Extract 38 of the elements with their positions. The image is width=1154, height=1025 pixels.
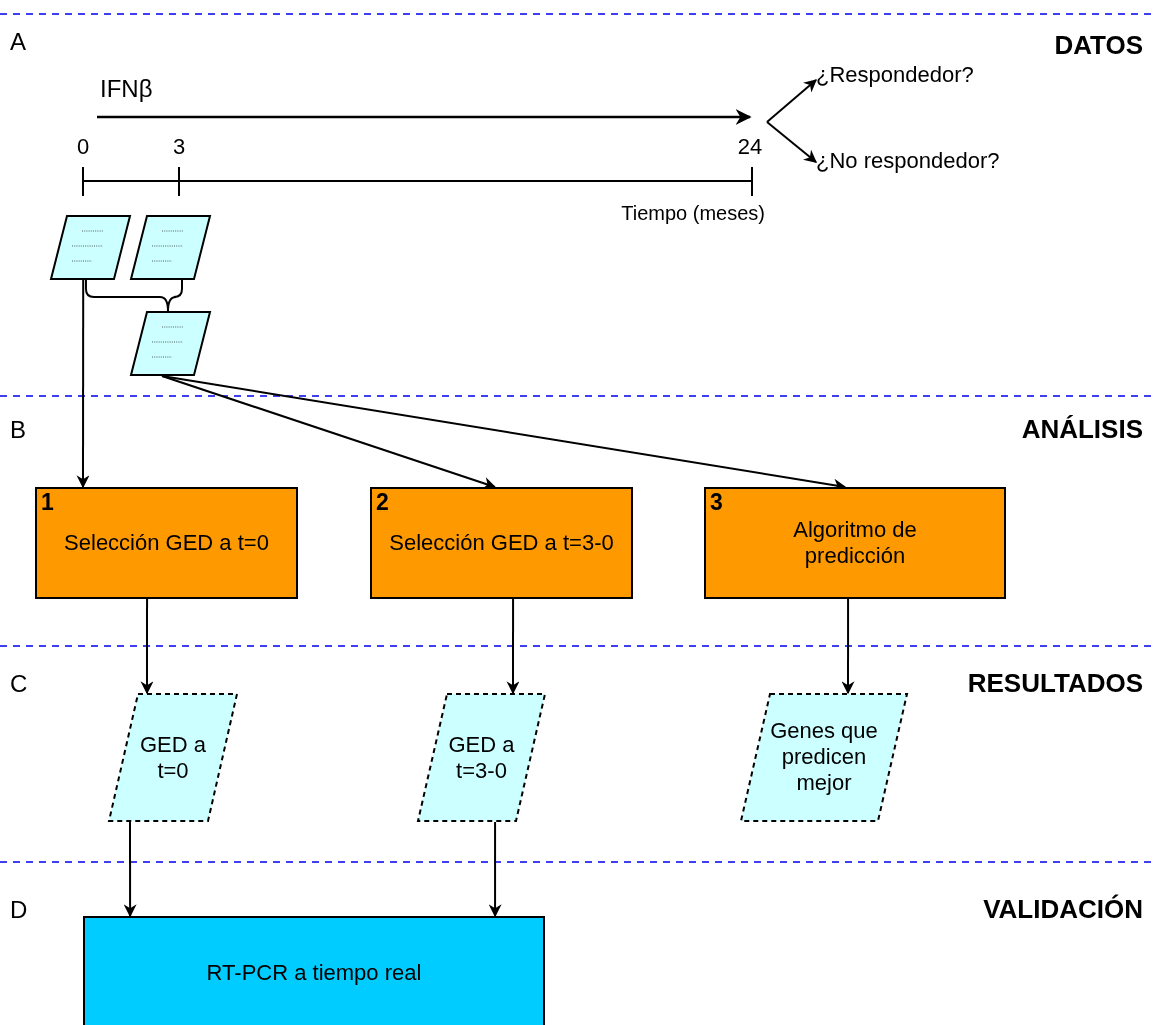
box-label: Selección GED a t=0 — [64, 529, 269, 557]
arrow — [161, 375, 497, 490]
arrow — [123, 821, 137, 918]
section-title: VALIDACIÓN — [983, 896, 1143, 922]
section-title: RESULTADOS — [967, 670, 1143, 696]
panel-letter: C — [10, 672, 28, 696]
tick-label: 3 — [172, 136, 186, 158]
validation-box — [83, 916, 545, 1025]
process-box — [704, 487, 1006, 599]
step-number: 3 — [710, 491, 723, 514]
box-label: RT-PCR a tiempo real — [206, 959, 422, 987]
result-label: GED a t=3-0 — [447, 731, 516, 784]
result-label: Genes que predicen mejor — [769, 717, 879, 798]
tick-label: 0 — [76, 136, 90, 158]
process-box — [35, 487, 298, 599]
arrow — [766, 121, 817, 164]
box-label: Selección GED a t=3-0 — [389, 529, 614, 557]
arrow — [841, 598, 855, 695]
axis-label: Tiempo (meses) — [621, 203, 765, 223]
process-box — [370, 487, 633, 599]
result-label: GED a t=0 — [139, 731, 207, 784]
panel-letter: A — [10, 30, 26, 54]
tick-label: 24 — [737, 136, 763, 158]
panel-letter: B — [10, 418, 26, 442]
outcome-label: ¿No respondedor? — [816, 148, 1000, 174]
section-title: ANÁLISIS — [1021, 416, 1143, 442]
section-title: DATOS — [1054, 32, 1143, 58]
panel-letter: D — [10, 898, 28, 922]
arrow — [488, 821, 502, 918]
box-label: Algoritmo de predicción — [792, 516, 918, 570]
step-number: 1 — [41, 491, 54, 514]
arrow — [506, 598, 520, 695]
arrow — [140, 598, 154, 695]
axis-label: IFNβ — [100, 77, 153, 101]
arrow — [76, 279, 90, 489]
arrow — [766, 79, 817, 123]
step-number: 2 — [376, 491, 389, 514]
outcome-label: ¿Respondedor? — [816, 62, 974, 88]
